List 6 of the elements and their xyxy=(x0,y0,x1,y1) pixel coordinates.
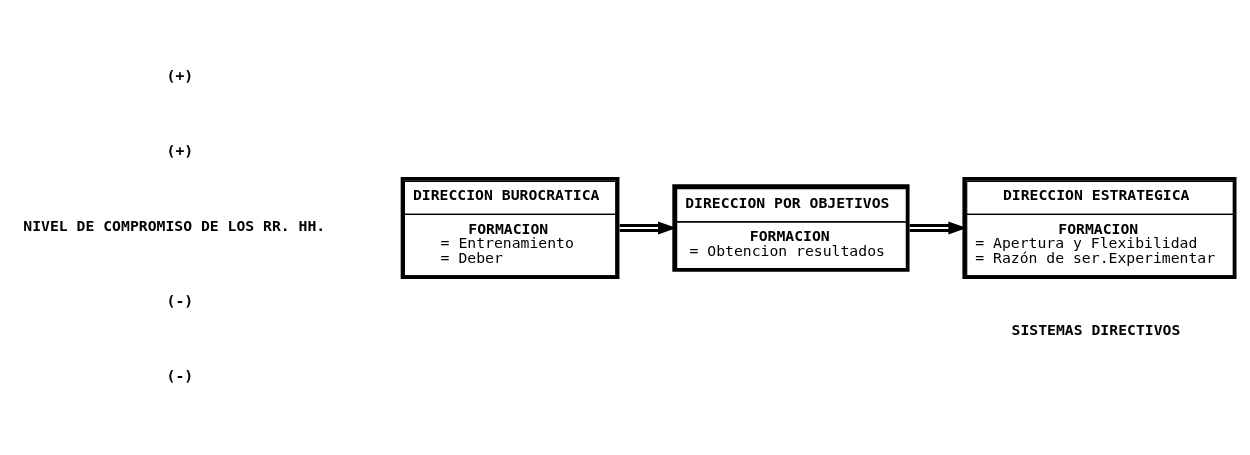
label: (+) xyxy=(166,66,194,84)
label: (-) xyxy=(166,366,194,384)
label: (+) xyxy=(166,141,194,159)
label: (-) xyxy=(166,291,194,309)
label: SISTEMAS DIRECTIVOS xyxy=(1011,320,1181,338)
label: NIVEL DE COMPROMISO DE LOS RR. HH. xyxy=(23,216,326,234)
